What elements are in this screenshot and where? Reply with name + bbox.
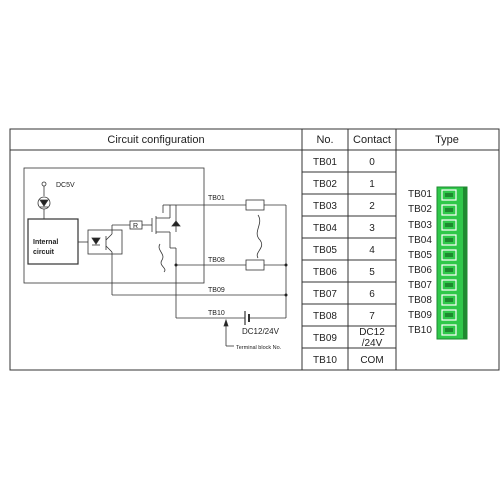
connector-slot-hole: [445, 253, 453, 257]
row-no: TB09: [313, 333, 337, 344]
resistor-label: R: [133, 223, 138, 230]
tb09-label: TB09: [208, 287, 225, 294]
row-no: TB08: [313, 311, 337, 322]
terminal-label: TB06: [408, 265, 432, 276]
row-contact: 6: [369, 289, 375, 300]
connector-slot-hole: [445, 313, 453, 317]
connector-slot: [441, 324, 457, 336]
load-tb08-icon: [245, 259, 265, 271]
row-no: TB03: [313, 201, 337, 212]
load-tb01-icon: [245, 199, 265, 211]
dc5v-label: DC5V: [56, 182, 75, 189]
internal-frame: [23, 167, 205, 284]
row-no: TB02: [313, 179, 337, 190]
row-contact: 1: [369, 179, 375, 190]
connector-slots: [441, 189, 457, 336]
terminal-connector-icon: [436, 186, 468, 340]
photocoupler-icon: [87, 229, 123, 255]
row-no: TB07: [313, 289, 337, 300]
connector-slot-hole: [445, 328, 453, 332]
connector-slot-hole: [445, 208, 453, 212]
connector-slot: [441, 264, 457, 276]
row-contact: 7: [369, 311, 375, 322]
header-contact: Contact: [353, 134, 391, 146]
circuit-diagram: [23, 167, 287, 347]
row-no: TB04: [313, 223, 337, 234]
connector-slot: [441, 309, 457, 321]
row-contact: 3: [369, 223, 375, 234]
header-type: Type: [435, 134, 459, 146]
tb08-label: TB08: [208, 257, 225, 264]
connector-slot: [441, 249, 457, 261]
terminal-label: TB01: [408, 189, 432, 200]
internal-circuit-box: [27, 218, 79, 265]
dc5v-terminal-icon: [41, 181, 47, 187]
terminal-block-note: Terminal block No.: [236, 345, 282, 351]
terminal-label: TB03: [408, 220, 432, 231]
surge-absorber-icon: [256, 214, 263, 259]
row-no: TB10: [313, 355, 337, 366]
terminal-label: TB02: [408, 204, 432, 215]
supply-label: DC12/24V: [242, 327, 280, 336]
tb01-label: TB01: [208, 195, 225, 202]
terminal-label: TB08: [408, 295, 432, 306]
header-circuit-configuration: Circuit configuration: [107, 134, 204, 146]
connector-slot: [441, 294, 457, 306]
row-no: TB01: [313, 157, 337, 168]
row-no: TB06: [313, 267, 337, 278]
internal-circuit-label: circuit: [33, 249, 55, 256]
row-contact: 2: [369, 201, 375, 212]
row-contact-line2: /24V: [362, 338, 383, 349]
row-contact: 0: [369, 157, 375, 168]
connector-slot-hole: [445, 223, 453, 227]
junction-dots: [174, 263, 288, 297]
row-contact: COM: [360, 355, 383, 366]
terminal-label: TB09: [408, 310, 432, 321]
table-rows: TB01 0 TB02 1 TB03 2 TB04 3 TB05 4 TB06 …: [313, 157, 385, 366]
connector-slot-hole: [445, 298, 453, 302]
header-no: No.: [316, 134, 333, 146]
row-contact: 5: [369, 267, 375, 278]
connector-slot: [441, 204, 457, 216]
connector-slot-hole: [445, 268, 453, 272]
terminal-label: TB10: [408, 325, 432, 336]
row-no: TB05: [313, 245, 337, 256]
connector-slot-hole: [445, 193, 453, 197]
connector-slot: [441, 219, 457, 231]
terminal-type-labels: TB01 TB02 TB03 TB04 TB05 TB06 TB07 TB08 …: [408, 189, 432, 336]
terminal-label: TB07: [408, 280, 432, 291]
table-frame: [9, 128, 500, 371]
internal-circuit-label: Internal: [33, 239, 58, 246]
connector-slot-hole: [445, 283, 453, 287]
terminal-label: TB04: [408, 235, 432, 246]
row-contact-line1: DC12: [359, 327, 385, 338]
connector-slot: [441, 189, 457, 201]
connector-slot: [441, 234, 457, 246]
row-contact: 4: [369, 245, 375, 256]
terminal-label: TB05: [408, 250, 432, 261]
connector-slot-hole: [445, 238, 453, 242]
connector-slot: [441, 279, 457, 291]
tb10-label: TB10: [208, 310, 225, 317]
surge-absorber-icon: [158, 243, 166, 273]
